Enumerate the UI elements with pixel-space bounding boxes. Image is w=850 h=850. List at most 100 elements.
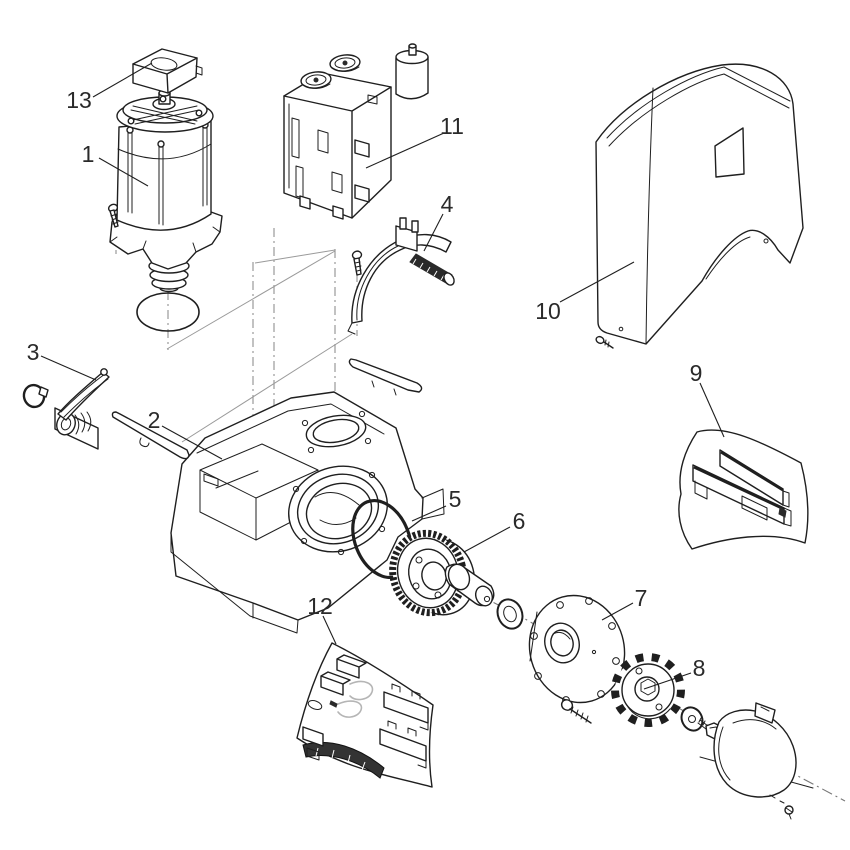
screw-threads	[110, 213, 119, 225]
sprocket-washer-bore	[688, 715, 696, 723]
boss-hole	[358, 410, 366, 418]
shaft-end	[474, 585, 494, 607]
shaft-step	[447, 563, 471, 591]
callout-8-label: 8	[693, 655, 706, 681]
bag-bracket-2	[692, 464, 792, 527]
cap-bolt	[195, 109, 203, 117]
control-box-feet	[299, 195, 344, 220]
lever-arm-lines	[60, 373, 109, 418]
part-2-chassis	[170, 391, 445, 634]
callout-1-leader	[98, 157, 149, 187]
kit-spring-wire	[337, 700, 363, 718]
bag-outline	[678, 429, 809, 550]
cover-hole	[618, 326, 624, 332]
chassis-base-skirt	[170, 532, 299, 634]
callout-9-label: 9	[690, 360, 703, 386]
callout-10-leader	[559, 261, 635, 303]
sprocket-hex	[640, 678, 656, 696]
tie-rod	[202, 127, 208, 207]
kit-block	[320, 671, 351, 696]
screw-threads	[570, 706, 589, 723]
part-10-cover	[595, 63, 804, 349]
kit-block	[336, 654, 367, 679]
projection-edge	[181, 333, 353, 443]
kit-bracket-plate	[383, 683, 429, 731]
callout-12-label: 12	[307, 593, 333, 619]
cover-shell	[713, 709, 797, 798]
sprocket-hole	[635, 667, 643, 675]
kit-spring-wire	[349, 680, 374, 701]
strip-body	[111, 411, 190, 460]
wire-spools	[300, 54, 361, 89]
part-4-limit-bracket	[347, 217, 455, 335]
callout-13-leader	[92, 62, 153, 98]
box-oval-recess	[150, 57, 178, 71]
projection-edge	[166, 250, 336, 350]
motor-tie-rods	[126, 121, 209, 226]
cover-notch	[714, 127, 745, 178]
boss-hole	[368, 471, 376, 479]
plate-tabs	[387, 720, 427, 769]
flange-pin-hole	[591, 649, 597, 655]
bag-bracket-1	[719, 449, 790, 508]
part-cover-strip	[111, 411, 190, 460]
capacitor-terminal-top	[408, 43, 417, 49]
motor-body-seam	[117, 143, 212, 160]
chassis-right-ear	[421, 488, 445, 520]
flange-hole	[585, 597, 593, 605]
control-box-tabs	[354, 139, 370, 203]
part-6-drive-gear	[389, 529, 524, 630]
control-box-edges	[283, 86, 392, 219]
motor-gasket	[136, 292, 200, 332]
callout-10-label: 10	[535, 298, 561, 324]
roller-end	[443, 272, 455, 286]
callout-11-leader	[365, 132, 445, 169]
strip-clip	[139, 437, 150, 448]
rack-clip	[306, 747, 320, 761]
kit-pin	[329, 700, 338, 708]
motor-body	[116, 118, 212, 231]
callout-2-label: 2	[148, 407, 161, 433]
flange-hole	[556, 601, 564, 609]
boss-hole	[292, 485, 300, 493]
callout-7-label: 7	[635, 585, 648, 611]
barrel-ribs	[74, 411, 92, 435]
spool-base	[301, 83, 331, 89]
callout-12-leader	[322, 615, 337, 645]
bracket-roller-pin	[409, 253, 455, 286]
part-1-motor	[107, 89, 223, 332]
callout-1-label: 1	[82, 141, 95, 167]
bracket-mid-plate	[741, 495, 768, 521]
box-silhouette	[132, 48, 198, 94]
tie-rod	[127, 132, 133, 214]
callout-6-label: 6	[513, 508, 526, 534]
box-side-tab	[195, 65, 203, 76]
boss-hole	[364, 437, 372, 445]
gear-hole	[434, 591, 442, 599]
cover-front-crease	[645, 87, 654, 345]
tie-rod-bolt	[157, 140, 165, 148]
flange-hole	[597, 690, 605, 698]
rack-block	[302, 726, 324, 747]
control-box-windows	[317, 129, 343, 194]
lever-arm	[57, 371, 110, 421]
callout-6-leader	[463, 526, 511, 553]
bracket-clip	[778, 507, 787, 518]
rack-body	[302, 741, 385, 779]
cover-silhouette	[595, 63, 804, 345]
cap-bolt	[127, 117, 135, 125]
capacitor	[395, 43, 429, 100]
flange-hole	[534, 672, 542, 680]
part-12-accessory-kit	[296, 642, 434, 788]
plate-tabs	[391, 683, 429, 731]
motor-screw	[107, 203, 119, 228]
projection-edge	[254, 249, 336, 264]
shaft-washer-bore	[503, 605, 517, 623]
callout-7-leader	[601, 602, 634, 621]
callout-4-leader	[423, 213, 444, 252]
part-8-sprocket	[611, 653, 724, 740]
ring-clasp	[38, 386, 49, 398]
roller-hatch	[412, 258, 445, 281]
cap-bolt	[159, 95, 167, 103]
